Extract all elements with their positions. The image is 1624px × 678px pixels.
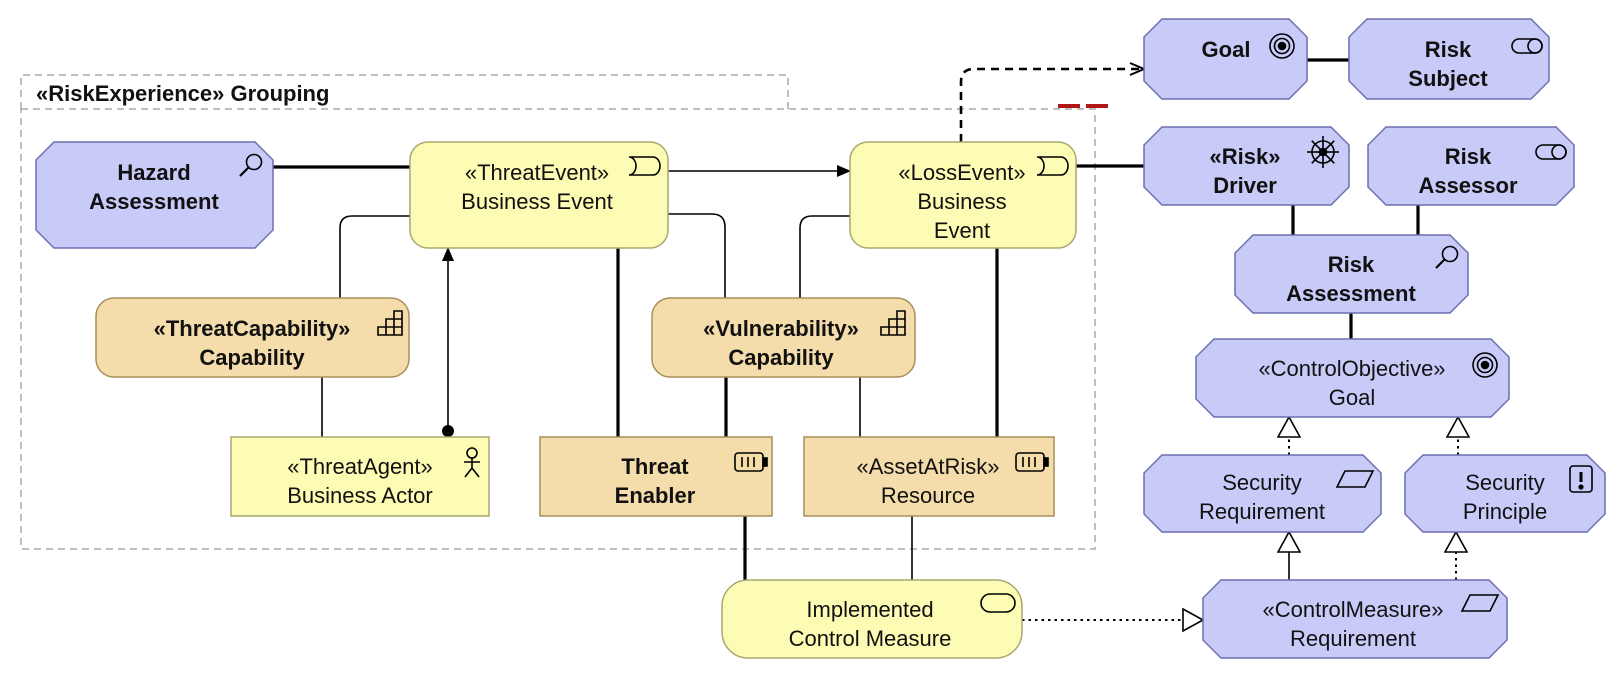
node-label-line: «AssetAtRisk» [856, 454, 999, 479]
node-risk-driver[interactable]: «Risk» Driver [1143, 126, 1350, 206]
risk-experience-grouping[interactable]: «RiskExperience» Grouping [20, 74, 1108, 550]
node-label-line: Enabler [615, 483, 696, 508]
node-label-line: «ControlMeasure» [1263, 597, 1444, 622]
node-label-line: Principle [1463, 499, 1547, 524]
principle-icon [1569, 465, 1593, 493]
node-label-line: Goal [1329, 385, 1375, 410]
resource-icon [1015, 452, 1049, 472]
event-icon [1036, 156, 1069, 176]
node-label-line: Business Actor [287, 483, 433, 508]
node-label-line: Subject [1408, 66, 1488, 91]
node-label-line: Assessment [1286, 281, 1416, 306]
capability-icon [880, 310, 906, 336]
target-icon [1472, 352, 1498, 378]
requirement-icon [1460, 594, 1500, 612]
node-goal[interactable]: Goal [1143, 18, 1308, 100]
grouping-label: «RiskExperience» Grouping [36, 81, 329, 106]
magnifier-icon [239, 153, 263, 177]
node-label-line: Capability [199, 345, 305, 370]
actor-icon [464, 447, 480, 478]
target-icon [1269, 33, 1295, 59]
edge-loss-event-vulnerability[interactable] [799, 215, 850, 298]
role-icon [1535, 144, 1567, 160]
node-label-line: Hazard [117, 160, 190, 185]
node-label-line: Risk [1328, 252, 1375, 277]
node-label-line: Driver [1213, 173, 1277, 198]
node-label-line: «Risk» [1210, 144, 1281, 169]
node-label-line: Business [917, 189, 1006, 214]
node-label-line: «ControlObjective» [1258, 356, 1445, 381]
node-label-line: Security [1222, 470, 1301, 495]
node-label-line: Threat [621, 454, 689, 479]
node-control-measure-requirement[interactable]: «ControlMeasure» Requirement [1202, 579, 1508, 659]
node-label-line: «ThreatCapability» [154, 316, 351, 341]
event-icon [628, 156, 661, 176]
node-vulnerability-capability[interactable]: «Vulnerability» Capability [651, 297, 916, 378]
magnifier-icon [1435, 245, 1459, 269]
node-label-line: Requirement [1290, 626, 1416, 651]
node-label-line: Resource [881, 483, 975, 508]
node-label-line: Business Event [461, 189, 613, 214]
relationships [273, 58, 1458, 620]
node-label-line: Security [1465, 470, 1544, 495]
node-label-line: Implemented [806, 597, 933, 622]
node-label-line: Goal [1202, 37, 1251, 62]
edge-threat-capability-threat-event[interactable] [339, 215, 410, 298]
service-icon [980, 593, 1016, 613]
driver-wheel-icon [1307, 136, 1339, 168]
role-icon [1511, 38, 1543, 54]
node-threat-event[interactable]: «ThreatEvent» Business Event [409, 141, 669, 249]
resource-icon [734, 452, 768, 472]
node-label-line: Assessor [1418, 173, 1518, 198]
node-label-line: Risk [1425, 37, 1472, 62]
node-control-objective[interactable]: «ControlObjective» Goal [1195, 338, 1510, 418]
node-label-line: Capability [728, 345, 834, 370]
requirement-icon [1335, 470, 1375, 488]
node-label-line: «LossEvent» [898, 160, 1025, 185]
edge-threat-event-vulnerability[interactable] [668, 213, 726, 298]
node-asset-at-risk[interactable]: «AssetAtRisk» Resource [803, 436, 1055, 517]
node-label-line: Event [934, 218, 990, 243]
node-label-line: Assessment [89, 189, 219, 214]
edge-loss-event-goal[interactable] [959, 69, 1144, 142]
node-label-line: «ThreatAgent» [287, 454, 433, 479]
node-label-line: «Vulnerability» [703, 316, 859, 341]
capability-icon [377, 310, 403, 336]
node-label-line: Requirement [1199, 499, 1325, 524]
node-label-line: Risk [1445, 144, 1492, 169]
node-threat-agent[interactable]: «ThreatAgent» Business Actor [230, 436, 490, 517]
node-label-line: «ThreatEvent» [465, 160, 609, 185]
node-label-line: Control Measure [789, 626, 952, 651]
node-threat-capability[interactable]: «ThreatCapability» Capability [95, 297, 410, 378]
